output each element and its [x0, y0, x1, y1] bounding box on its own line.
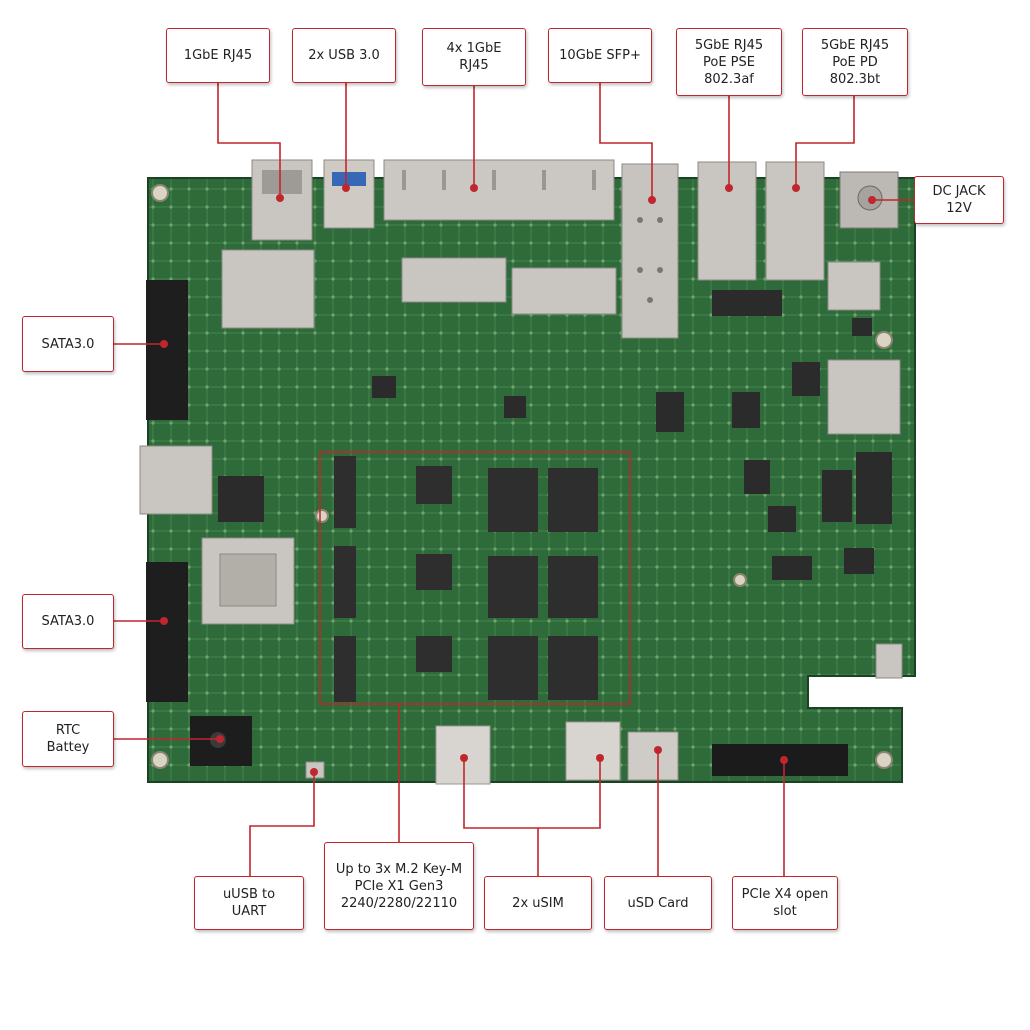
- label-rtc-battery: RTC Battey: [22, 711, 114, 767]
- sata-connector-top: [146, 280, 188, 420]
- label-pcie-x4: PCIe X4 open slot: [732, 876, 838, 930]
- usim-slot-2: [565, 721, 621, 781]
- label-m2-slots: Up to 3x M.2 Key-M PCIe X1 Gen3 2240/228…: [324, 842, 474, 930]
- sata-connector-bottom: [146, 562, 188, 702]
- port-5gbe-pd: [765, 161, 825, 281]
- label-4x-1gbe-rj45: 4x 1GbE RJ45: [422, 28, 526, 86]
- chips: [218, 290, 892, 580]
- m2-area-components: [334, 456, 598, 702]
- label-usb3: 2x USB 3.0: [292, 28, 396, 83]
- label-5gbe-poe-pse: 5GbE RJ45 PoE PSE 802.3af: [676, 28, 782, 96]
- label-uusb-uart: uUSB to UART: [194, 876, 304, 930]
- label-sata-bottom: SATA3.0: [22, 594, 114, 649]
- label-5gbe-poe-pd: 5GbE RJ45 PoE PD 802.3bt: [802, 28, 908, 96]
- label-dc-jack: DC JACK 12V: [914, 176, 1004, 224]
- callout-lines: [114, 83, 914, 876]
- port-5gbe-pse: [697, 161, 757, 281]
- label-1gbe-rj45: 1GbE RJ45: [166, 28, 270, 83]
- label-10gbe-sfp: 10GbE SFP+: [548, 28, 652, 83]
- port-sfp: [621, 163, 679, 339]
- port-4x-1gbe: [383, 159, 615, 221]
- metal-components: [139, 249, 903, 679]
- label-usd-card: uSD Card: [604, 876, 712, 930]
- m2-region-outline: [319, 451, 631, 705]
- usd-slot: [627, 731, 679, 781]
- mounting-holes: [151, 184, 893, 769]
- port-1gbe-rj45: [251, 159, 313, 241]
- label-usim: 2x uSIM: [484, 876, 592, 930]
- label-sata-top: SATA3.0: [22, 316, 114, 372]
- port-usb3: [323, 159, 375, 229]
- callout-dots: [160, 184, 876, 776]
